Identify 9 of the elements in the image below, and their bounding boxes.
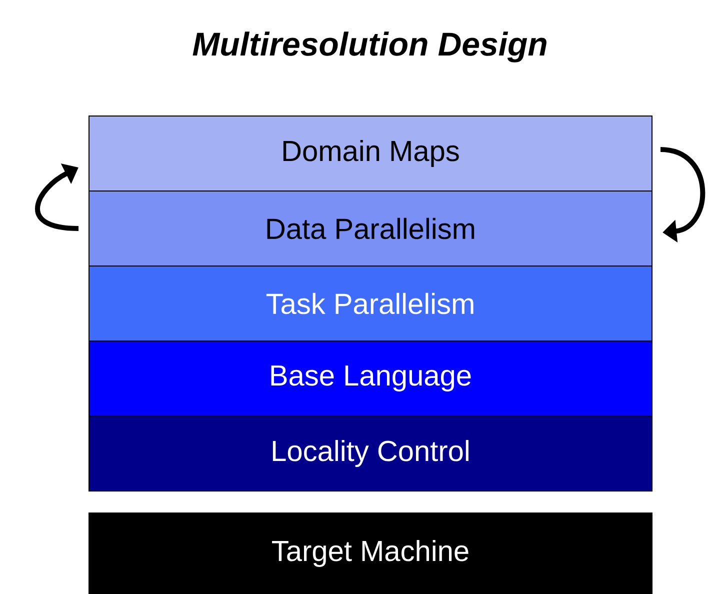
layer-box: Task Parallelism [88, 266, 652, 342]
layer-box: Base Language [88, 340, 652, 416]
curved-arrow [35, 164, 79, 231]
title: Multiresolution Design [192, 32, 546, 62]
layer-box: Domain Maps [88, 116, 652, 192]
layer-box: Data Parallelism [88, 190, 652, 266]
layer-box: Locality Control [88, 416, 652, 492]
layer-box: Target Machine [88, 512, 652, 594]
curved-arrow [660, 147, 706, 243]
